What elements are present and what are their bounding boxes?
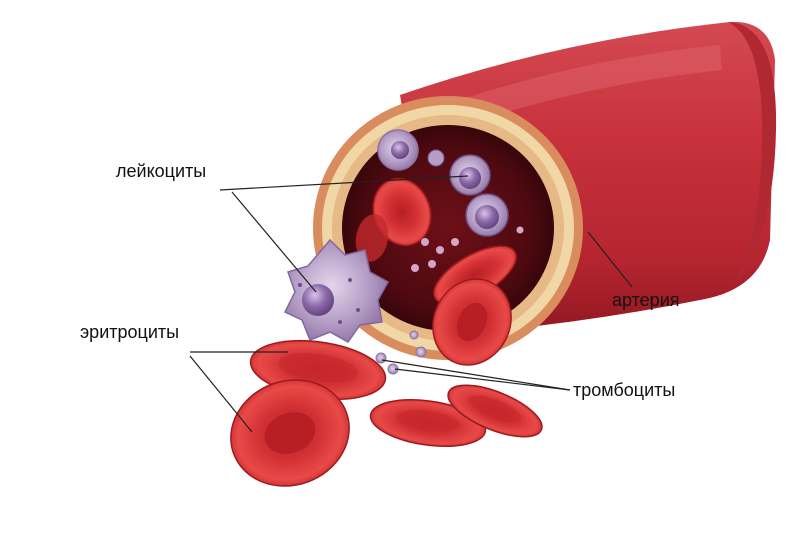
erythrocyte-outside-2 (230, 379, 350, 487)
erythrocyte-outside-4 (447, 384, 543, 438)
leader-artery (587, 231, 633, 288)
label-leukocytes: лейкоциты (116, 161, 207, 181)
artery-end-cap (728, 22, 777, 290)
label-erythrocytes: эритроциты (80, 322, 180, 342)
leader-erythrocytes-lower (189, 355, 253, 433)
leader-thrombocytes-2 (394, 368, 571, 391)
leukocyte-outside (283, 238, 390, 343)
thrombocytes-outside (375, 330, 427, 375)
leader-lines (189, 175, 633, 433)
leader-leukocytes-inner (219, 175, 469, 191)
thrombocytes-inner (411, 226, 524, 272)
leader-leukocytes-outer (231, 191, 317, 293)
leukocyte-inner-3 (465, 193, 509, 237)
label-thrombocytes: тромбоциты (573, 380, 676, 400)
leader-thrombocytes-1 (381, 359, 571, 391)
leukocyte-inner-1 (377, 129, 419, 171)
label-artery: артерия (612, 290, 680, 310)
leukocyte-inner-4 (427, 149, 445, 167)
erythrocyte-exiting (432, 278, 512, 366)
leukocyte-inner-2 (449, 154, 491, 196)
erythrocyte-outside-3 (369, 399, 487, 447)
